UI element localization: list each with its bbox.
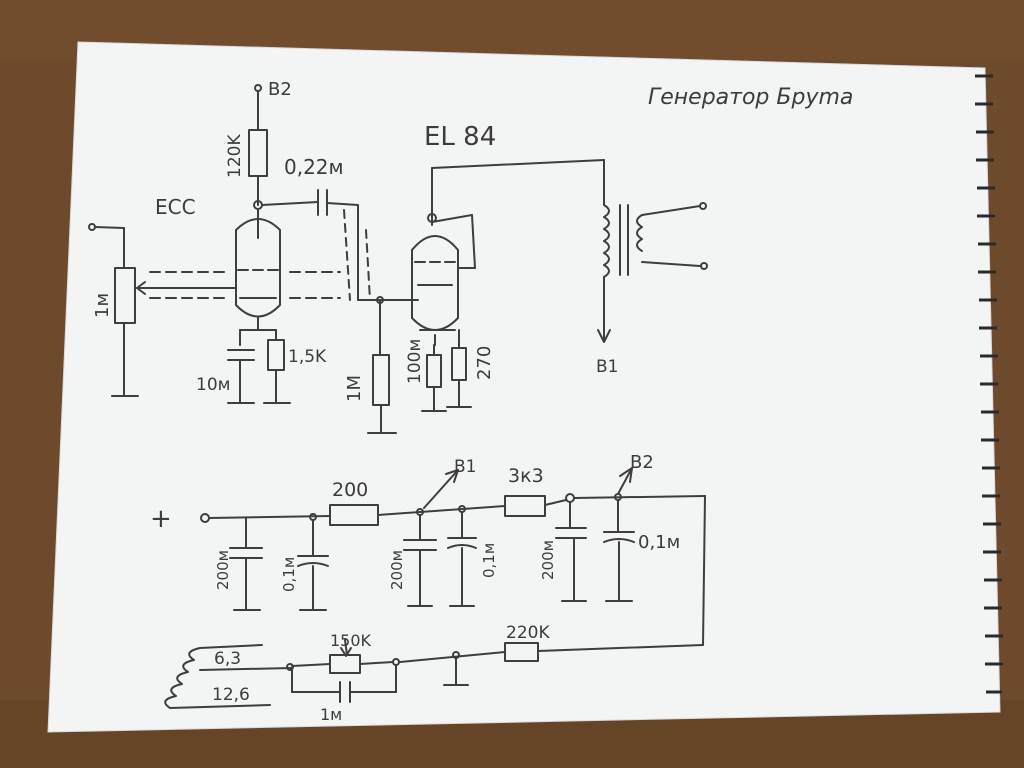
transformer-primary [603,204,610,278]
b1-out-label: B1 [596,357,618,377]
c01m-a-label: 0,1м [280,557,298,592]
el84-tube [411,235,459,331]
paper-sheet [48,42,1000,732]
cap-100m-label: 100м [405,339,425,384]
cap-1m-label: 1м [320,705,342,724]
v63-label: 6,3 [214,649,241,669]
output-tube-label: EL 84 [424,122,496,152]
pot-1m-label: 1м [92,293,113,318]
preamp-tube-label: ECC [155,195,196,219]
r200-label: 200 [332,479,368,501]
v126-label: 12,6 [212,685,250,705]
r3k3-label: 3к3 [508,465,544,487]
heater-winding [164,644,271,709]
r1m-grid-label: 1M [344,375,365,402]
ecc-tube [235,218,281,318]
c01m-b-label: 0,1м [480,543,498,578]
plus-label: + [150,504,172,534]
r150k-label: 150K [330,631,372,650]
r15k-label: 1,5K [288,347,327,367]
transformer-secondary [636,214,643,252]
c200m-a-label: 200м [214,550,232,590]
spiral-binding [975,74,1003,694]
r120k-label: 120K [225,134,245,178]
title-label: Генератор Бруma [648,85,853,110]
cap-10m-label: 10м [196,375,230,395]
c200m-c-label: 200м [539,540,557,580]
c022-label: 0,22м [284,155,344,179]
b2-psu-label: B2 [630,452,654,473]
r270-label: 270 [474,346,495,380]
c200m-b-label: 200м [388,550,406,590]
c01m-c-label: 0,1м [638,532,680,553]
pencil-drawing [88,84,708,709]
r220k-label: 220K [506,623,550,643]
b2-top-label: B2 [268,79,292,100]
b1-psu-label: B1 [454,457,476,477]
